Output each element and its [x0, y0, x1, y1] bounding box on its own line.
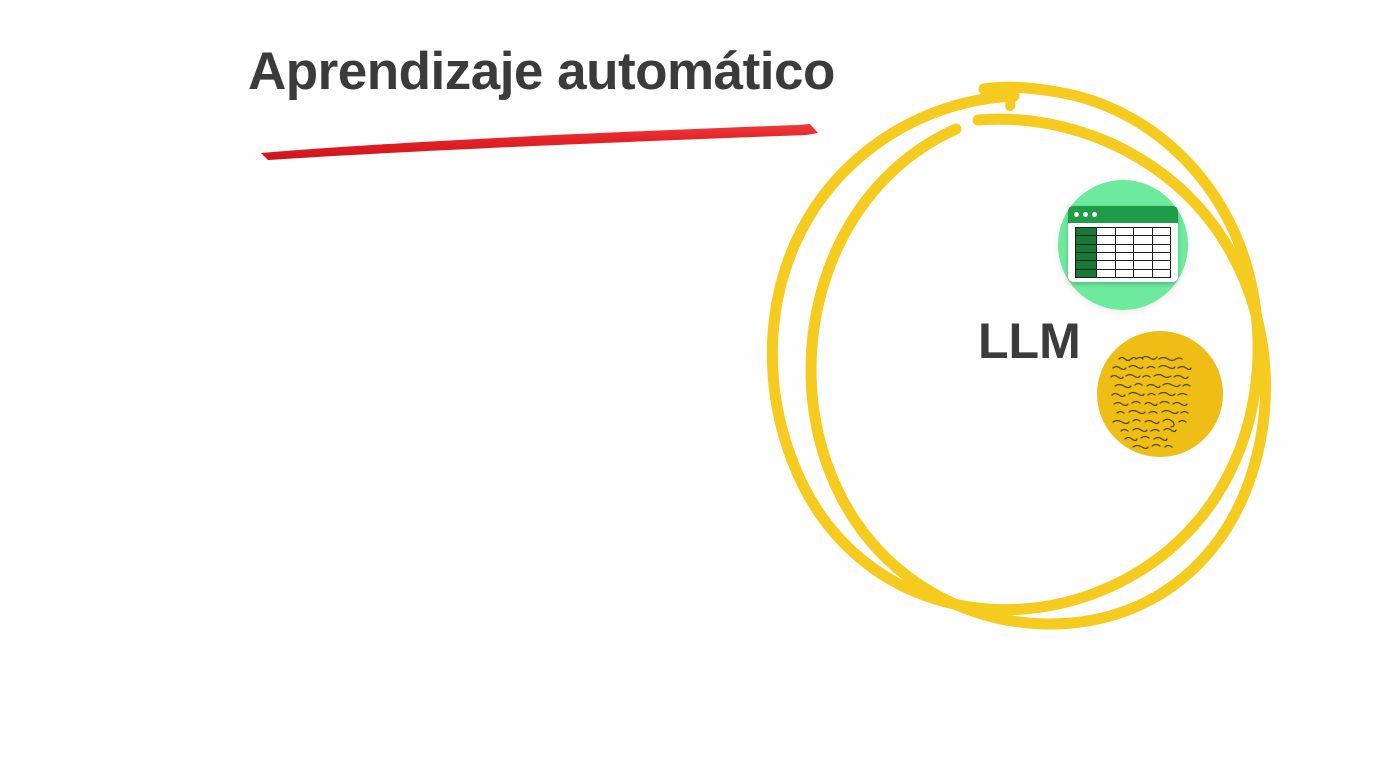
grid-cell — [1115, 261, 1133, 269]
handwriting-scribble-lines — [1110, 355, 1192, 450]
grid-cell — [1115, 228, 1133, 236]
grid-cell — [1097, 228, 1115, 236]
handwritten-text-icon — [1097, 331, 1223, 457]
grid-cell — [1134, 236, 1152, 244]
window-dot-3 — [1092, 212, 1097, 217]
grid-cell — [1097, 261, 1115, 269]
grid-cell — [1134, 228, 1152, 236]
grid-cell — [1152, 261, 1170, 269]
page-title: Aprendizaje automático — [248, 42, 835, 101]
grid-cell — [1152, 253, 1170, 261]
grid-cell — [1097, 244, 1115, 252]
grid-cell — [1097, 253, 1115, 261]
grid-cell — [1152, 244, 1170, 252]
grid-cell — [1134, 269, 1152, 277]
grid-header-cell — [1076, 261, 1096, 269]
grid-cell — [1097, 236, 1115, 244]
title-block: Aprendizaje automático — [248, 44, 848, 174]
grid-header-cell — [1076, 253, 1096, 261]
grid-header-cell — [1076, 269, 1096, 277]
grid-cell — [1115, 236, 1133, 244]
grid-cell — [1152, 269, 1170, 277]
spreadsheet-grid — [1075, 227, 1171, 278]
grid-cell — [1134, 244, 1152, 252]
grid-cell — [1115, 244, 1133, 252]
grid-header-cell — [1076, 228, 1096, 236]
window-dot-2 — [1083, 212, 1088, 217]
grid-cell — [1152, 228, 1170, 236]
grid-cell — [1134, 261, 1152, 269]
hand-drawn-double-circle — [766, 81, 1271, 630]
grid-header-cell — [1076, 244, 1096, 252]
spreadsheet-titlebar — [1068, 206, 1178, 223]
spreadsheet-icon — [1058, 180, 1188, 310]
window-dot-1 — [1074, 212, 1079, 217]
grid-cell — [1115, 269, 1133, 277]
grid-cell — [1097, 269, 1115, 277]
llm-label: LLM — [978, 313, 1081, 369]
grid-cell — [1115, 253, 1133, 261]
grid-cell — [1134, 253, 1152, 261]
red-underline-stroke — [261, 124, 818, 160]
spreadsheet-window — [1068, 206, 1178, 282]
grid-header-cell — [1076, 236, 1096, 244]
grid-cell — [1152, 236, 1170, 244]
